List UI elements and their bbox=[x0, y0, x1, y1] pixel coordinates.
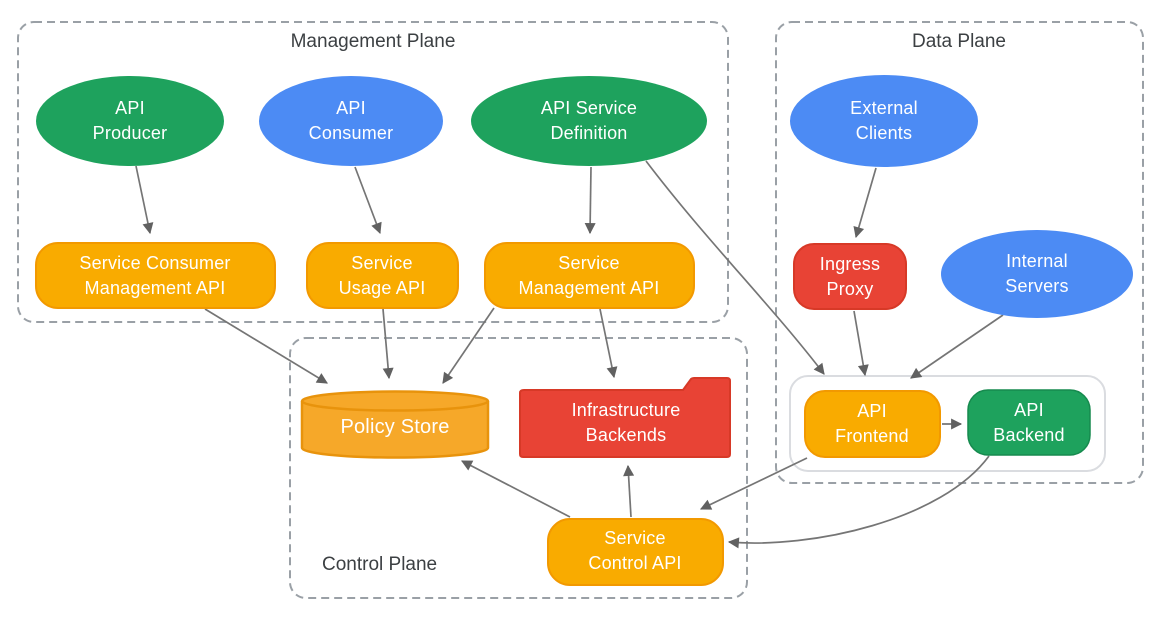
edge-consumer-to-usage-arrow bbox=[354, 166, 382, 235]
infrastructure-backends-folder bbox=[519, 377, 731, 458]
edge-ingress-to-frontend-arrow bbox=[853, 310, 869, 377]
policy-store-cylinder bbox=[300, 390, 490, 459]
management-plane-title: Management Plane bbox=[290, 31, 456, 52]
edge-mgmt-api-to-infra-arrow bbox=[599, 308, 618, 379]
api-consumer-ellipse bbox=[259, 76, 443, 166]
api-service-definition-label: API Service Definition bbox=[540, 97, 638, 143]
edges-group bbox=[135, 160, 1004, 549]
management-plane-box bbox=[17, 21, 729, 323]
data-plane-box bbox=[775, 21, 1144, 484]
api-producer-ellipse bbox=[36, 76, 224, 166]
ingress-proxy-label: Ingress Proxy bbox=[819, 253, 881, 299]
edge-service-control-to-infra-arrow bbox=[623, 464, 635, 518]
edge-definition-to-frontend-arrow bbox=[645, 160, 825, 375]
policy-store-cylinder-body bbox=[300, 401, 490, 459]
policy-store-label: Policy Store bbox=[340, 416, 450, 438]
service-management-api-box bbox=[484, 242, 695, 309]
api-service-definition-ellipse bbox=[471, 76, 707, 166]
external-clients-label: External Clients bbox=[850, 97, 918, 143]
api-consumer-label: API Consumer bbox=[308, 97, 394, 143]
control-plane-title: Control Plane bbox=[322, 554, 438, 575]
data-plane-title: Data Plane bbox=[911, 31, 1007, 52]
api-backend-label: API Backend bbox=[993, 399, 1065, 445]
policy-store-cylinder-top bbox=[300, 390, 490, 412]
edge-consumer-mgmt-to-policy-arrow bbox=[204, 308, 328, 384]
api-frontend-box bbox=[804, 390, 941, 458]
edge-frontend-to-service-control-arrow bbox=[700, 457, 808, 510]
edge-backend-to-service-control-arrow bbox=[727, 455, 990, 549]
service-control-api-box bbox=[547, 518, 724, 586]
service-usage-api-label: Service Usage API bbox=[338, 252, 426, 298]
internal-servers-label: Internal Servers bbox=[1005, 250, 1069, 296]
service-usage-api-box bbox=[306, 242, 459, 309]
api-producer-label: API Producer bbox=[92, 97, 168, 143]
service-consumer-management-api-label: Service Consumer Management API bbox=[79, 252, 231, 298]
edge-mgmt-api-to-policy-arrow bbox=[442, 307, 495, 384]
api-backend-box bbox=[967, 389, 1091, 456]
edge-producer-to-consumer-mgmt-arrow bbox=[135, 165, 154, 235]
api-frontend-label: API Frontend bbox=[835, 400, 909, 446]
ingress-proxy-box bbox=[793, 243, 907, 310]
edge-usage-to-policy-arrow bbox=[382, 308, 394, 380]
edge-internal-to-frontend-arrow bbox=[910, 314, 1004, 379]
internal-servers-ellipse bbox=[941, 230, 1133, 318]
infrastructure-backends-label: Infrastructure Backends bbox=[571, 399, 681, 445]
service-control-api-label: Service Control API bbox=[588, 527, 682, 573]
control-plane-box bbox=[289, 337, 748, 599]
service-consumer-management-api-box bbox=[35, 242, 276, 309]
edge-service-control-to-policy-arrow bbox=[461, 460, 571, 518]
service-management-api-label: Service Management API bbox=[518, 252, 660, 298]
edge-definition-to-mgmt-api-arrow bbox=[584, 166, 596, 235]
external-clients-ellipse bbox=[790, 75, 978, 167]
edge-external-to-ingress-arrow bbox=[853, 167, 877, 239]
